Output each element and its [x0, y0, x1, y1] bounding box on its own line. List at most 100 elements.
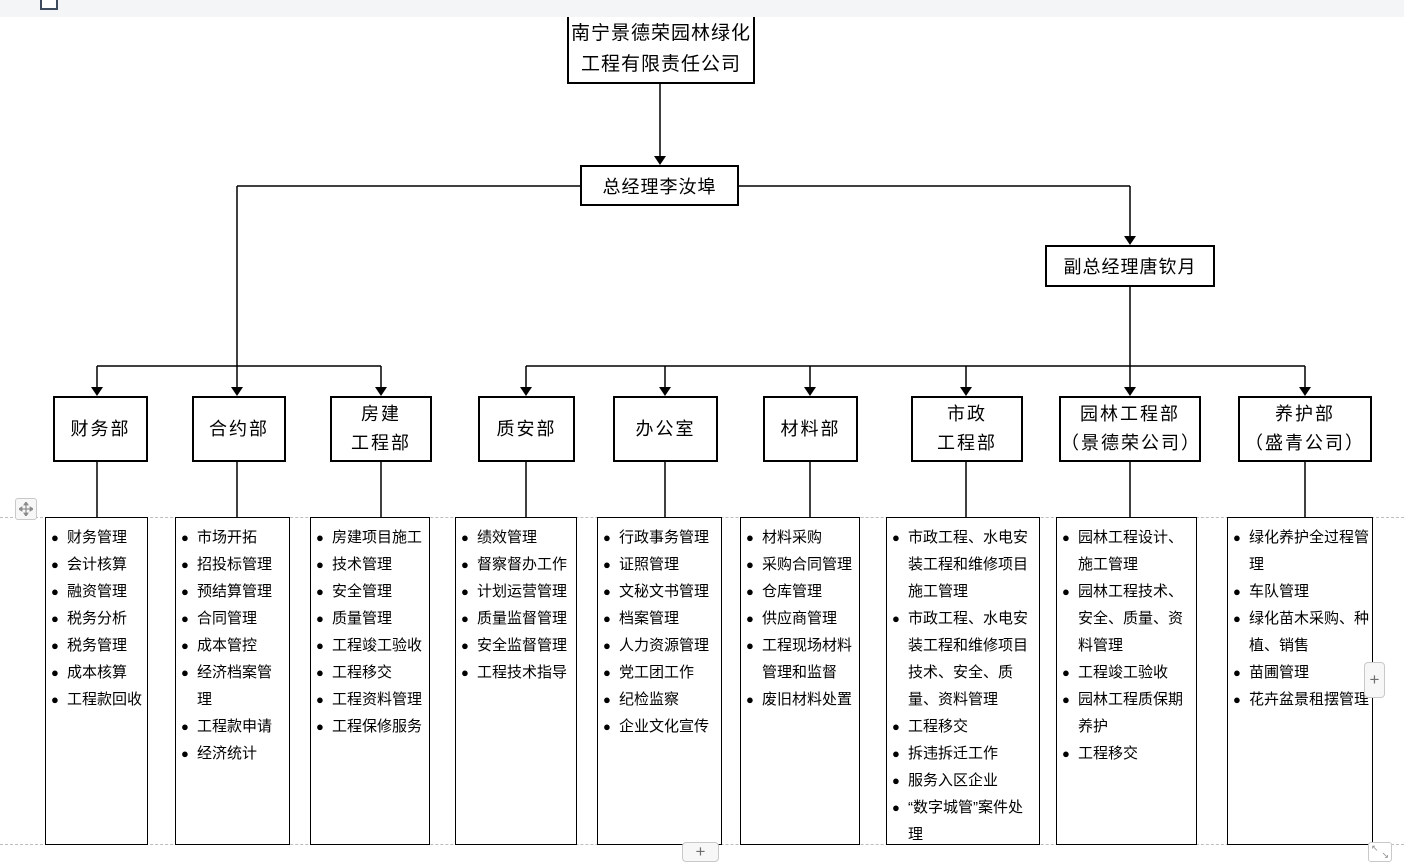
bullet-icon: ●	[181, 584, 189, 599]
bullet-icon: ●	[316, 665, 324, 680]
bullet-icon: ●	[51, 692, 59, 707]
dept-box-quality[interactable]: 质安部	[478, 396, 575, 462]
dept-box-office[interactable]: 办公室	[613, 396, 718, 462]
box-title-line: 质安部	[496, 418, 557, 439]
box-title-line: 园林工程部	[1080, 404, 1180, 424]
plus-icon: +	[1369, 670, 1380, 689]
add-row-button[interactable]: +	[682, 842, 719, 862]
box-title-line: 合约部	[209, 418, 269, 439]
bullet-icon: ●	[1062, 746, 1070, 761]
list-office[interactable]: ●行政事务管理●证照管理●文秘文书管理●档案管理●人力资源管理●党工团工作●纪检…	[597, 517, 722, 845]
function-list-item-text: 园林工程技术、安全、质量、资料管理	[1078, 583, 1184, 654]
list-finance[interactable]: ●财务管理●会计核算●融资管理●税务分析●税务管理●成本核算●工程款回收	[45, 517, 148, 845]
box-title-line: 房建	[361, 404, 401, 424]
list-maintenance[interactable]: ●绿化养护全过程管理●车队管理●绿化苗木采购、种植、销售●苗圃管理●花卉盆景租摆…	[1227, 517, 1373, 845]
company-root-box[interactable]: 南宁景德荣园林绿化工程有限责任公司	[567, 14, 755, 84]
function-list-item: ●花卉盆景租摆管理	[1233, 686, 1369, 713]
function-list-item-text: 工程移交	[332, 664, 393, 681]
function-list-item-text: 采购合同管理	[762, 556, 853, 573]
function-list-item: ●计划运营管理	[461, 578, 573, 605]
function-list-item-text: 质量监督管理	[477, 610, 568, 627]
add-column-button[interactable]: +	[1364, 662, 1385, 698]
table-resize-handle[interactable]: ↖ ↘	[1368, 842, 1392, 862]
function-list-item: ●市政工程、水电安装工程和维修项目技术、安全、质量、资料管理	[892, 605, 1036, 713]
function-list-item: ●会计核算	[51, 551, 144, 578]
bullet-icon: ●	[461, 638, 469, 653]
general-manager-box[interactable]: 总经理李汝埠	[580, 165, 739, 206]
bullet-icon: ●	[1233, 665, 1241, 680]
function-list-item: ●党工团工作	[603, 659, 718, 686]
function-list-item: ●预结算管理	[181, 578, 286, 605]
box-title-line: （景德荣公司）	[1061, 433, 1201, 453]
function-list-item-text: 质量管理	[332, 610, 393, 627]
function-list-item-text: 工程竣工验收	[332, 637, 423, 654]
bullet-icon: ●	[461, 530, 469, 545]
bullet-icon: ●	[316, 638, 324, 653]
box-title-line: 工程部	[937, 433, 997, 453]
function-list-item-text: 工程移交	[1078, 745, 1139, 762]
function-list-item-text: 成本核算	[67, 664, 128, 681]
bullet-icon: ●	[51, 638, 59, 653]
bullet-icon: ●	[51, 530, 59, 545]
dept-box-finance[interactable]: 财务部	[53, 396, 148, 462]
function-list-item: ●房建项目施工	[316, 524, 426, 551]
list-contract[interactable]: ●市场开拓●招投标管理●预结算管理●合同管理●成本管控●经济档案管理●工程款申请…	[175, 517, 290, 845]
table-move-handle[interactable]	[15, 498, 37, 520]
function-list-item-text: 人力资源管理	[619, 637, 710, 654]
function-list-item: ● 安全管理	[316, 578, 426, 605]
bullet-icon: ●	[603, 584, 611, 599]
function-list-item-text: 材料采购	[762, 529, 823, 546]
function-list-item-text: 工程技术指导	[477, 664, 568, 681]
function-list-item-text: 废旧材料处置	[762, 691, 853, 708]
dept-box-maintenance[interactable]: 养护部（盛青公司）	[1238, 396, 1372, 462]
bullet-icon: ●	[746, 692, 754, 707]
bullet-icon: ●	[316, 584, 324, 599]
function-list-item-text: 企业文化宣传	[619, 718, 710, 735]
function-list-item-text: 行政事务管理	[619, 529, 710, 546]
function-list-item: ●工程竣工验收	[1062, 659, 1193, 686]
dept-box-contract[interactable]: 合约部	[192, 396, 286, 462]
function-list-item: ● 工程竣工验收	[316, 632, 426, 659]
bullet-icon: ●	[316, 719, 324, 734]
function-list-item: ●拆违拆迁工作	[892, 740, 1036, 767]
bullet-icon: ●	[1062, 584, 1070, 599]
function-list-item: ● 行政事务管理	[603, 524, 718, 551]
dept-box-landscape[interactable]: 园林工程部 （景德荣公司）	[1059, 396, 1201, 462]
bullet-icon: ●	[1062, 665, 1070, 680]
bullet-icon: ●	[51, 665, 59, 680]
list-landscape[interactable]: ●园林工程设计、施工管理●园林工程技术、安全、质量、资料管理●工程竣工验收●园林…	[1056, 517, 1197, 845]
function-list-item-text: 绩效管理	[477, 529, 538, 546]
resize-se-arrow-icon: ↘	[1381, 850, 1389, 860]
function-list-item: ●供应商管理	[746, 605, 856, 632]
deputy-manager-box[interactable]: 副总经理唐钦月	[1045, 245, 1215, 287]
bullet-icon: ●	[181, 557, 189, 572]
bullet-icon: ●	[603, 719, 611, 734]
dept-box-materials[interactable]: 材料部	[763, 396, 858, 462]
bullet-icon: ●	[181, 719, 189, 734]
list-municipal[interactable]: ●市政工程、水电安装工程和维修项目施工管理●市政工程、水电安装工程和维修项目技术…	[886, 517, 1040, 845]
function-list-item-text: 安全管理	[332, 583, 393, 600]
general-manager-label: 总经理李汝埠	[602, 176, 717, 197]
list-materials[interactable]: ●材料采购●采购合同管理●仓库管理●供应商管理●工程现场材料管理和监督●废旧材料…	[740, 517, 860, 845]
bullet-icon: ●	[181, 746, 189, 761]
function-list-item-text: 合同管理	[197, 610, 258, 627]
list-quality[interactable]: ●绩效管理●督察督办工作●计划运营管理●质量监督管理●安全监督管理●工程技术指导	[455, 517, 577, 845]
bullet-icon: ●	[316, 557, 324, 572]
box-title-line: 办公室	[635, 418, 696, 439]
box-title-line: 工程有限责任公司	[580, 54, 741, 75]
top-strip	[0, 0, 1404, 17]
bullet-icon: ●	[181, 665, 189, 680]
function-list-item-text: 供应商管理	[762, 610, 838, 627]
bullet-icon: ●	[603, 530, 611, 545]
dept-box-housing[interactable]: 房建工程部	[330, 396, 432, 462]
list-housing[interactable]: ●房建项目施工●技术管理●安全管理●质量管理●工程竣工验收●工程移交●工程资料管…	[310, 517, 430, 845]
box-title-line: 财务部	[70, 418, 131, 439]
function-list-item: ● 绩效管理	[461, 524, 573, 551]
dept-box-municipal[interactable]: 市政工程部	[911, 396, 1023, 462]
bullet-icon: ●	[892, 530, 900, 545]
bullet-icon: ●	[1233, 692, 1241, 707]
bullet-icon: ●	[461, 557, 469, 572]
bullet-icon: ●	[51, 584, 59, 599]
function-list-item: ● 废旧材料处置	[746, 686, 856, 713]
function-list-item-text: 工程款申请	[197, 718, 273, 735]
